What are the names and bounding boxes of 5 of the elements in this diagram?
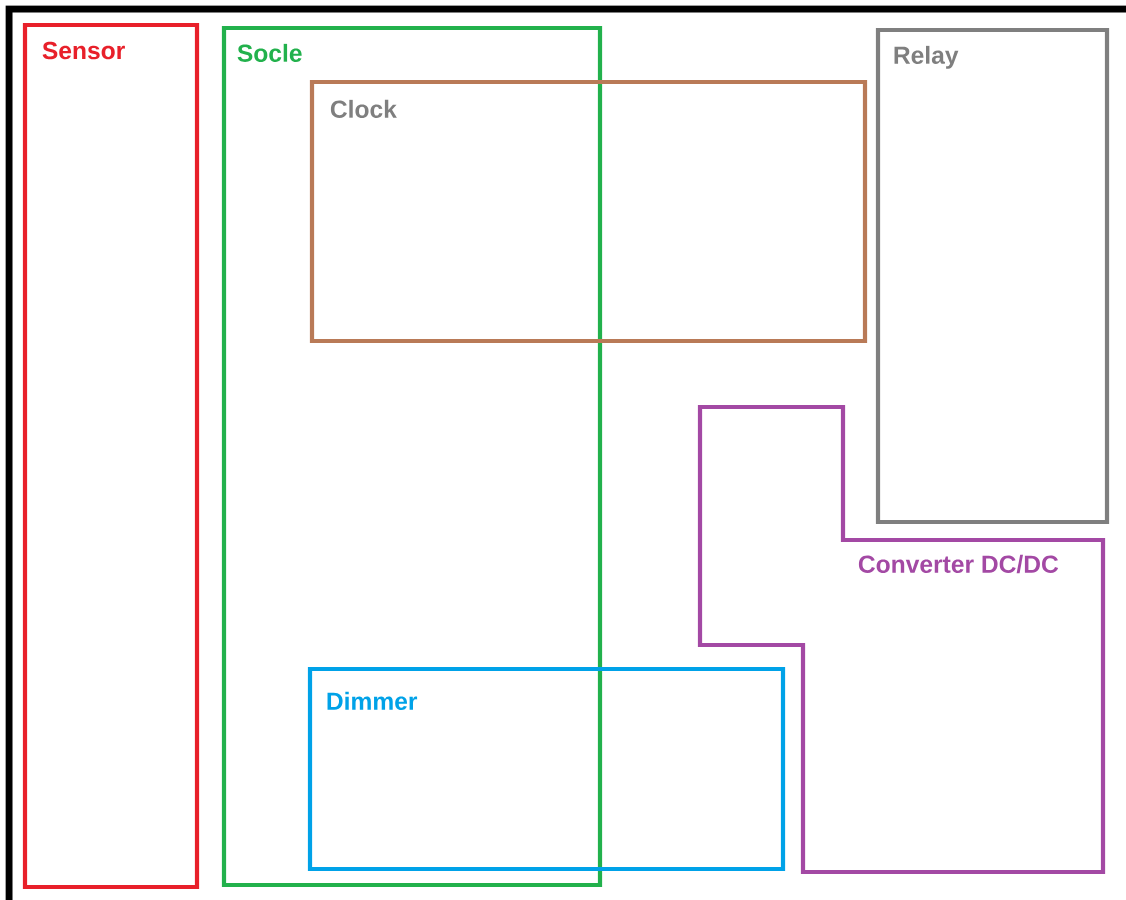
module-box: Relay xyxy=(875,27,1110,525)
module-box: Clock xyxy=(309,79,868,344)
module-box: Dimmer xyxy=(307,666,786,872)
module-box: Sensor xyxy=(22,22,200,890)
module-outline: Converter DC/DC xyxy=(697,404,1106,875)
